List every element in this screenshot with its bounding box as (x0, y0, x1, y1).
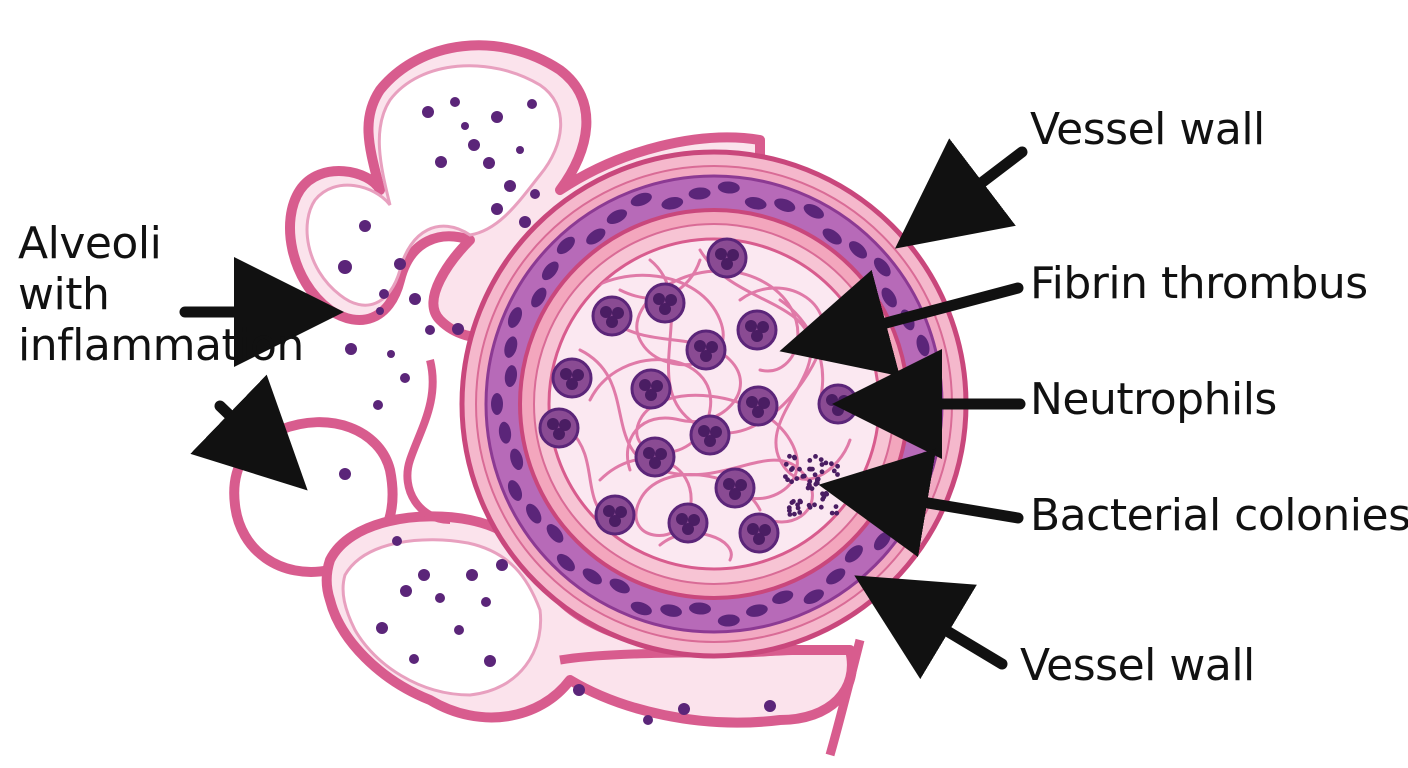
neutrophil (736, 309, 778, 351)
media-nucleus (582, 568, 602, 585)
media-nucleus (507, 307, 523, 328)
media-nucleus (826, 568, 846, 585)
label-alveoli: Alveoli with inflammation (18, 218, 304, 371)
media-nucleus (606, 209, 628, 225)
media-nucleus (541, 261, 559, 281)
neutrophil (594, 494, 636, 536)
media-nucleus (822, 228, 842, 245)
media-nucleus (803, 203, 824, 219)
neutrophil (738, 512, 780, 554)
neutrophil (634, 436, 676, 478)
label-alveoli-line-3: inflammation (18, 320, 304, 372)
neutrophil (551, 357, 593, 399)
media-nucleus (630, 601, 652, 616)
media-nucleus (504, 365, 518, 388)
neutrophil (714, 467, 756, 509)
arrow-icon (179, 138, 1028, 680)
label-alveoli-line-2: with (18, 269, 110, 321)
arrow-alveoli-lower (190, 374, 308, 491)
media-nucleus (848, 241, 868, 259)
arrow-vessel-wall-bottom (854, 575, 1008, 680)
label-bacterial-colonies: Bacterial colonies (1030, 490, 1408, 541)
neutrophil (706, 237, 748, 279)
media-nucleus (507, 480, 523, 501)
arrow-bacterial-colonies (818, 448, 1024, 558)
media-nucleus (556, 553, 575, 572)
media-nucleus (772, 590, 794, 604)
media-nucleus (660, 604, 682, 617)
media-nucleus (746, 604, 768, 617)
label-vessel-wall-top: Vessel wall (1030, 104, 1265, 155)
media-nucleus (803, 589, 824, 605)
media-nucleus (526, 503, 542, 524)
media-nucleus (510, 448, 524, 471)
label-alveoli-line-1: Alveoli (18, 218, 162, 269)
septum-middle (403, 359, 451, 524)
label-vessel-wall-bottom: Vessel wall (1020, 640, 1255, 691)
media-nucleus (491, 393, 503, 415)
media-nucleus (586, 228, 606, 245)
media-nucleus (556, 236, 575, 255)
media-nuclei (491, 181, 930, 627)
media-nucleus (744, 197, 767, 210)
neutrophil (689, 414, 731, 456)
media-nucleus (504, 336, 518, 358)
media-nucleus (774, 198, 796, 212)
alveolus-inner-lower (341, 538, 543, 697)
neutrophil (685, 329, 727, 371)
media-nucleus (531, 287, 547, 308)
label-neutrophils: Neutrophils (1030, 374, 1277, 425)
media-nucleus (630, 192, 652, 207)
neutrophil (817, 383, 859, 425)
arrow-vessel-wall-top (894, 138, 1028, 249)
neutrophil (667, 502, 709, 544)
neutrophil (737, 385, 779, 427)
media-nucleus (498, 421, 512, 444)
media-nucleus (688, 187, 711, 200)
media-nucleus (689, 602, 711, 615)
media-nucleus (717, 181, 740, 194)
blood-vessel-icon (459, 149, 969, 659)
neutrophil (644, 282, 686, 324)
label-fibrin-thrombus: Fibrin thrombus (1030, 258, 1368, 309)
arrow-fibrin-thrombus (779, 269, 1024, 377)
neutrophil (538, 407, 580, 449)
media-nucleus (717, 614, 740, 627)
neutrophil (630, 368, 672, 410)
inflammatory-cells (338, 97, 776, 725)
media-nucleus (546, 524, 564, 543)
neutrophil (591, 295, 633, 337)
media-nucleus (609, 578, 630, 594)
media-nucleus (661, 197, 684, 210)
